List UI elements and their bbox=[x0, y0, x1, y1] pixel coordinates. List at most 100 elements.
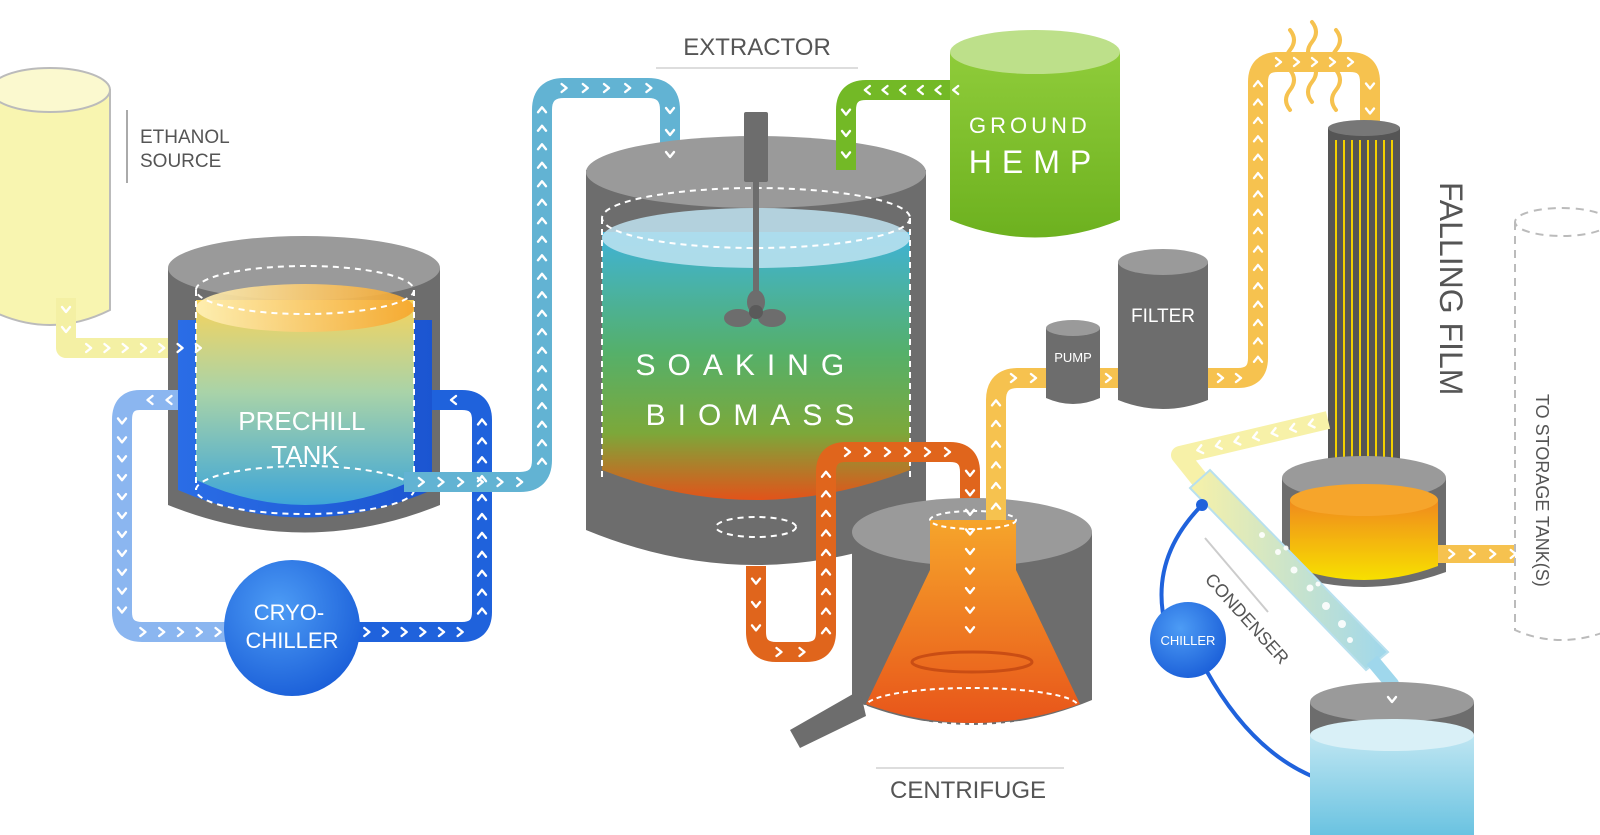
chevron-arrow-icon bbox=[476, 456, 488, 464]
chevron-arrow-icon bbox=[1489, 548, 1497, 560]
chevron-arrow-icon bbox=[1307, 418, 1316, 429]
chevron-arrow-icon bbox=[1252, 282, 1264, 290]
chevron-arrow-icon bbox=[536, 161, 548, 169]
vapor-to-condenser-pipe bbox=[1171, 411, 1331, 486]
centrifuge-to-pump-pipe bbox=[986, 368, 1048, 520]
chevron-arrow-icon bbox=[1448, 548, 1456, 560]
chevron-arrow-icon bbox=[476, 476, 485, 488]
chevron-arrow-icon bbox=[476, 588, 488, 596]
chevron-arrow-icon bbox=[964, 489, 976, 497]
chevron-arrow-icon bbox=[1288, 422, 1298, 433]
chevron-arrow-icon bbox=[116, 455, 128, 463]
chevron-arrow-icon bbox=[964, 508, 976, 517]
extractor-to-centrifuge-pipe bbox=[746, 442, 980, 662]
chevron-arrow-icon bbox=[840, 108, 852, 116]
cryo-chiller bbox=[224, 560, 360, 696]
chevron-arrow-icon bbox=[903, 446, 912, 458]
chevron-arrow-icon bbox=[536, 309, 548, 317]
chevron-arrow-icon bbox=[990, 461, 1002, 469]
chevron-arrow-icon bbox=[1252, 337, 1264, 345]
chevron-arrow-icon bbox=[1252, 318, 1264, 327]
falling-film-column bbox=[1328, 120, 1400, 488]
ground-hemp-hopper bbox=[950, 30, 1120, 238]
chevron-arrow-icon bbox=[943, 446, 952, 458]
chevron-arrow-icon bbox=[1252, 153, 1264, 161]
chevron-arrow-icon bbox=[536, 254, 548, 262]
chevron-arrow-icon bbox=[536, 180, 548, 188]
chevron-arrow-icon bbox=[750, 600, 762, 609]
chevron-arrow-icon bbox=[1252, 190, 1264, 198]
chevron-arrow-icon bbox=[476, 512, 488, 521]
chevron-arrow-icon bbox=[116, 568, 128, 576]
chevron-arrow-icon bbox=[883, 446, 892, 458]
chevron-arrow-icon bbox=[1252, 116, 1264, 125]
chevron-arrow-icon bbox=[1310, 56, 1319, 68]
chiller bbox=[1150, 602, 1226, 678]
chevron-arrow-icon bbox=[176, 626, 185, 638]
chevron-arrow-icon bbox=[139, 342, 148, 354]
chevron-arrow-icon bbox=[496, 476, 504, 488]
chevron-arrow-icon bbox=[560, 82, 568, 94]
chevron-arrow-icon bbox=[840, 129, 852, 138]
chevron-arrow-icon bbox=[476, 418, 488, 426]
chevron-arrow-icon bbox=[624, 82, 632, 94]
chevron-arrow-icon bbox=[536, 365, 548, 373]
chevron-arrow-icon bbox=[820, 470, 832, 478]
chevron-arrow-icon bbox=[1252, 79, 1264, 88]
chevron-arrow-icon bbox=[798, 646, 806, 658]
chevron-arrow-icon bbox=[1468, 548, 1476, 560]
chevron-arrow-icon bbox=[990, 440, 1002, 448]
chevron-arrow-icon bbox=[456, 626, 464, 638]
flow-direction-chevrons bbox=[60, 56, 1517, 704]
heat-wave-icon bbox=[1284, 20, 1342, 112]
chevron-arrow-icon bbox=[1104, 372, 1113, 384]
chevron-arrow-icon bbox=[1270, 426, 1279, 438]
chevron-arrow-icon bbox=[1252, 263, 1264, 272]
chevron-arrow-icon bbox=[536, 291, 548, 299]
chevron-arrow-icon bbox=[116, 511, 128, 520]
chevron-arrow-icon bbox=[820, 627, 832, 635]
chevron-arrow-icon bbox=[990, 399, 1002, 407]
filter-to-falling-film-pipe bbox=[1208, 52, 1380, 388]
chevron-arrow-icon bbox=[146, 394, 154, 406]
chevron-arrow-icon bbox=[116, 530, 128, 539]
chevron-arrow-icon bbox=[843, 446, 852, 458]
chevron-arrow-icon bbox=[1009, 372, 1018, 384]
falling-film-label: FALLING FILM bbox=[1433, 182, 1469, 395]
chevron-arrow-icon bbox=[1234, 372, 1243, 384]
chevron-arrow-icon bbox=[863, 446, 872, 458]
centrifuge-label: CENTRIFUGE bbox=[890, 777, 1046, 804]
chevron-arrow-icon bbox=[116, 606, 128, 614]
chevron-arrow-icon bbox=[116, 417, 128, 425]
chevron-arrow-icon bbox=[820, 587, 832, 596]
chevron-arrow-icon bbox=[116, 587, 128, 595]
chevron-arrow-icon bbox=[964, 528, 976, 536]
chevron-arrow-icon bbox=[934, 84, 942, 96]
chevron-arrow-icon bbox=[121, 342, 129, 354]
chevron-arrow-icon bbox=[456, 476, 465, 488]
chevron-arrow-icon bbox=[881, 84, 889, 96]
chevron-arrow-icon bbox=[449, 394, 458, 406]
chevron-arrow-icon bbox=[990, 502, 1002, 510]
chevron-arrow-icon bbox=[195, 626, 204, 638]
chevron-arrow-icon bbox=[964, 626, 976, 634]
chevron-arrow-icon bbox=[923, 446, 932, 458]
chevron-arrow-icon bbox=[898, 84, 907, 96]
extractor-label: EXTRACTOR bbox=[683, 34, 831, 61]
filter bbox=[1118, 249, 1208, 409]
chevron-arrow-icon bbox=[536, 383, 548, 391]
ethanol-source-label: ETHANOL SOURCE bbox=[140, 127, 234, 172]
chevron-arrow-icon bbox=[536, 402, 548, 410]
chevron-arrow-icon bbox=[1292, 56, 1301, 68]
solvent-recovery-tank bbox=[1310, 682, 1474, 835]
chevron-arrow-icon bbox=[820, 529, 832, 537]
chevron-arrow-icon bbox=[1216, 372, 1225, 384]
ethanol-source-tank bbox=[0, 67, 111, 326]
condenser-label-leader bbox=[1204, 537, 1269, 613]
chevron-arrow-icon bbox=[157, 626, 166, 638]
chevron-arrow-icon bbox=[158, 342, 166, 354]
chiller-loop-pipe-right bbox=[352, 390, 492, 642]
chevron-arrow-icon bbox=[840, 151, 852, 159]
chevron-arrow-icon bbox=[1509, 548, 1517, 560]
